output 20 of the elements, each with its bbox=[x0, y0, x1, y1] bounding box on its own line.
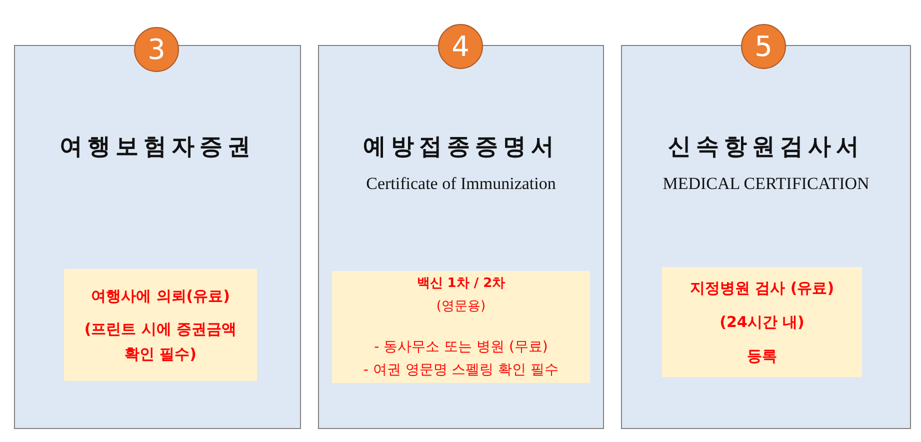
document-title: 여행보험자증권 bbox=[58, 133, 256, 162]
note-text: (24시간 내) bbox=[720, 312, 804, 332]
note-text: - 여권 영문명 스펠링 확인 필수 bbox=[363, 361, 559, 380]
note-text: 등록 bbox=[747, 346, 777, 366]
number-badge: 4 bbox=[438, 24, 483, 69]
note-text: - 동사무소 또는 병원 (무료) bbox=[374, 338, 548, 357]
note-box bbox=[662, 267, 862, 377]
note-text: (프린트 시에 증권금액 확인 필수) bbox=[83, 318, 238, 364]
note-text: (영문용) bbox=[436, 298, 486, 316]
document-title: 예방접종증명서 bbox=[362, 133, 560, 162]
document-subtitle: MEDICAL CERTIFICATION bbox=[662, 174, 870, 194]
note-text: 여행사에 의뢰(유료) bbox=[91, 286, 230, 306]
document-title: 신속항원검사서 bbox=[667, 133, 865, 162]
note-text: 백신 1차 / 2차 bbox=[416, 275, 506, 293]
note-box bbox=[64, 269, 257, 381]
note-text: 지정병원 검사 (유료) bbox=[690, 278, 834, 298]
document-subtitle: Certificate of Immunization bbox=[365, 174, 557, 194]
note-box bbox=[332, 271, 590, 383]
number-badge: 3 bbox=[134, 27, 179, 72]
number-badge: 5 bbox=[741, 24, 786, 69]
